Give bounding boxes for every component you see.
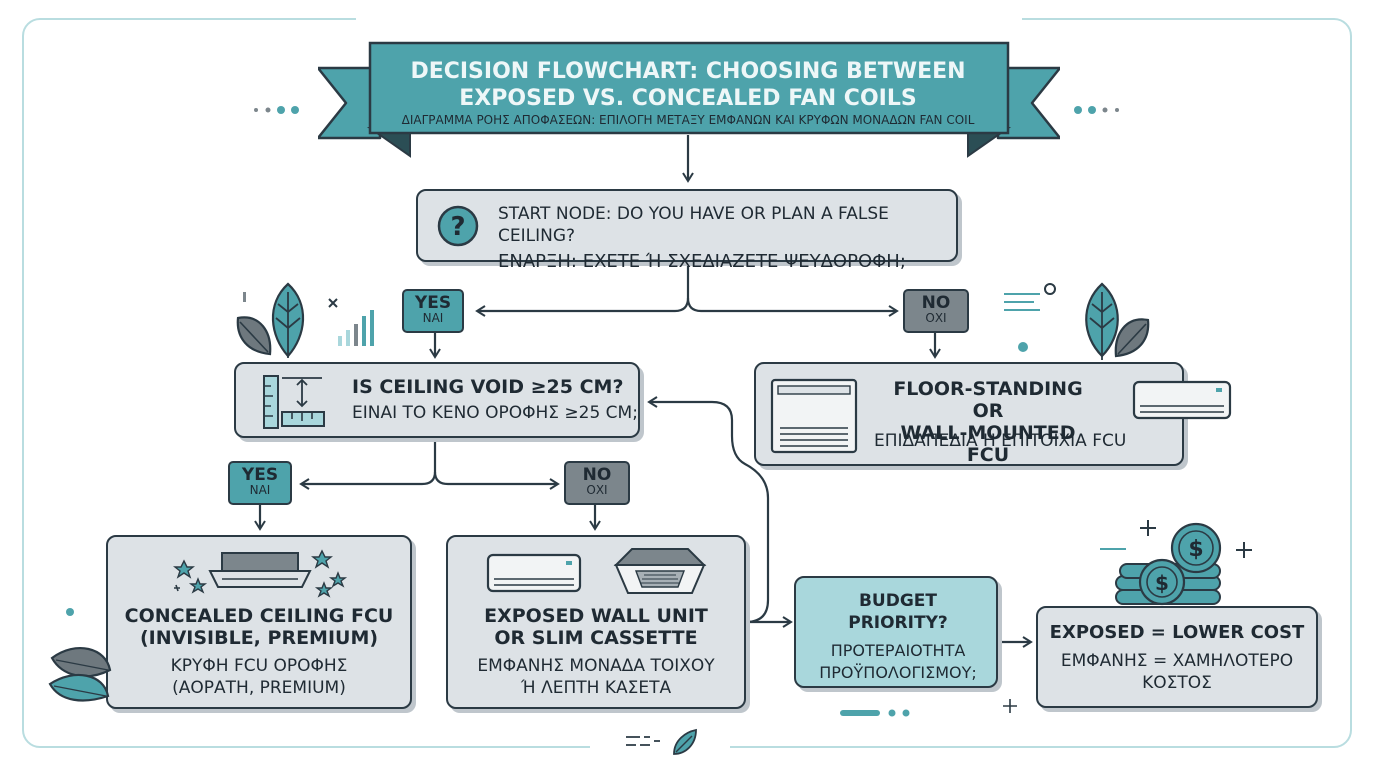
start-line-en: START NODE: DO YOU HAVE OR PLAN A FALSE … [498,204,889,246]
start-to-no-link [686,297,899,317]
frame-gap [356,14,1022,20]
yes-tag-level1-gr: ΝΑΙ [422,311,444,325]
question-glyph: ? [450,212,465,242]
dollar-glyph-bottom: $ [1155,571,1169,595]
exposed-wall-node: EXPOSED WALL UNIT OR SLIM CASSETTE ΕΜΦΑΝ… [446,535,746,709]
concealed-line-en1: CONCEALED CEILING FCU [124,605,394,627]
sparkle-icon [1140,520,1156,536]
no-tag-level1-en: NO [921,293,951,313]
concealed-line-en2: (INVISIBLE, PREMIUM) [139,627,379,649]
floor-line-en1: FLOOR-STANDING OR [893,378,1083,422]
wall-unit-icon-exposed [486,553,582,593]
no-tag-level2-en: NO [582,465,612,485]
budget-priority-node: BUDGET PRIORITY? ΠΡΟΤΕΡΑΙΟΤΗΤΑ ΠΡΟΫΠΟΛΟΓ… [794,576,998,688]
dollar-glyph-top: $ [1188,537,1203,562]
dash-decoration [840,709,910,717]
ruler-icon [263,375,325,429]
floor-line-en2: WALL-MOUNTED FCU [900,422,1076,466]
start-line-gr: ΕΝΑΡΞΗ: ΕΧΕΤΕ Ή ΣΧΕΔΙΑΖΕΤΕ ΨΕΥΔΟΡΟΦΗ; [498,251,906,272]
banner-ribbon [318,41,1060,158]
frame-gap-bottom [590,744,730,750]
leaf-icon [236,282,305,358]
cassette-icon [613,548,707,594]
leaf-icon-bottom-left [48,608,112,702]
leaf-icon-right [1085,282,1150,360]
yes-tag-level1: YES ΝΑΙ [402,289,464,333]
void-branch-right-link [433,471,560,490]
concealed-line-gr2: (ΑΟΡΑΤΗ, PREMIUM) [172,678,346,698]
result-line-gr2: ΚΟΣΤΟΣ [1142,673,1212,693]
start-node: ? START NODE: DO YOU HAVE OR PLAN A FALS… [416,189,958,272]
ceiling-void-node: IS CEILING VOID ≥25 CM? ΕΙΝΑΙ ΤΟ ΚΕΝΟ ΟΡ… [234,362,640,438]
budget-line-en1: BUDGET [858,591,938,611]
result-line-gr1: ΕΜΦΑΝΗΣ = ΧΑΜΗΛΟΤΕΡΟ [1060,651,1294,671]
yes-tag-level1-en: YES [414,293,452,313]
banner-title: DECISION FLOWCHART: CHOOSING BETWEEN EXP… [370,58,1006,112]
dots-left-decoration [254,106,299,114]
no-tag-level2: NO ΟΧΙ [564,461,630,505]
yes-tag-level2-gr: ΝΑΙ [249,483,271,497]
floor-wall-fcu-node: FLOOR-STANDING OR WALL-MOUNTED FCU ΕΠΙΔΑ… [754,362,1232,466]
floor-unit-icon [770,378,858,454]
chart-icon [338,310,374,346]
dots-right-decoration [1074,106,1119,114]
banner-title-line1: DECISION FLOWCHART: CHOOSING BETWEEN [410,59,966,84]
wall-unit-icon [1132,380,1232,420]
footer-leaf-decoration [626,728,697,755]
banner-title-line2: EXPOSED VS. CONCEALED FAN COILS [459,86,917,111]
coin-stack-icon: $ $ [1115,522,1222,606]
result-line-en: EXPOSED = LOWER COST [1049,622,1305,643]
lower-cost-result-node: EXPOSED = LOWER COST ΕΜΦΑΝΗΣ = ΧΑΜΗΛΟΤΕΡ… [1036,606,1318,708]
sparkle-icon-small [1003,699,1017,713]
budget-line-en2: PRIORITY? [848,613,948,633]
exposed-line-en2: OR SLIM CASSETTE [494,627,698,649]
no-tag-level2-gr: ΟΧΙ [586,483,608,497]
no-tag-level1-gr: ΟΧΙ [925,311,947,325]
loop-back-link [647,396,770,624]
void-line-en: IS CEILING VOID ≥25 CM? [352,376,624,398]
bar-mark-decoration [243,292,246,302]
floor-line-gr: ΕΠΙΔΑΠΕΔΙΑ Η ΕΠΙΤΟΙΧΙΑ FCU [874,431,1127,451]
line-decoration [1100,548,1126,550]
yes-tag-level2-en: YES [241,465,279,485]
exposed-line-en1: EXPOSED WALL UNIT [484,605,708,627]
void-branch-left-link [299,440,437,490]
question-icon: ? [437,205,479,247]
no-tag-level1: NO ΟΧΙ [903,289,969,333]
dot-decoration [1018,342,1028,352]
void-line-gr: ΕΙΝΑΙ ΤΟ ΚΕΝΟ ΟΡΟΦΗΣ ≥25 CM; [352,403,638,423]
exposed-line-gr2: Ή ΛΕΠΤΗ ΚΑΣΕΤΑ [520,678,672,698]
concealed-fcu-node: CONCEALED CEILING FCU (INVISIBLE, PREMIU… [106,535,412,709]
concealed-line-gr1: ΚΡΥΦΗ FCU ΟΡΟΦΗΣ [170,656,348,676]
yes-tag-level2: YES ΝΑΙ [228,461,292,505]
close-icon [328,298,338,308]
sparkle-icon-right [1236,542,1252,558]
cassette-icon-concealed [173,549,348,598]
budget-line-gr1: ΠΡΟΤΕΡΑΙΟΤΗΤΑ [830,641,966,660]
lines-decoration [1004,283,1056,311]
budget-line-gr2: ΠΡΟΫΠΟΛΟΓΙΣΜΟΥ; [819,663,977,682]
exposed-line-gr1: ΕΜΦΑΝΗΣ ΜΟΝΑΔΑ ΤΟΙΧΟΥ [477,656,715,676]
banner-subtitle: ΔΙΑΓΡΑΜΜΑ ΡΟΗΣ ΑΠΟΦΑΣΕΩΝ: ΕΠΙΛΟΓΗ ΜΕΤΑΞΥ… [401,113,975,127]
